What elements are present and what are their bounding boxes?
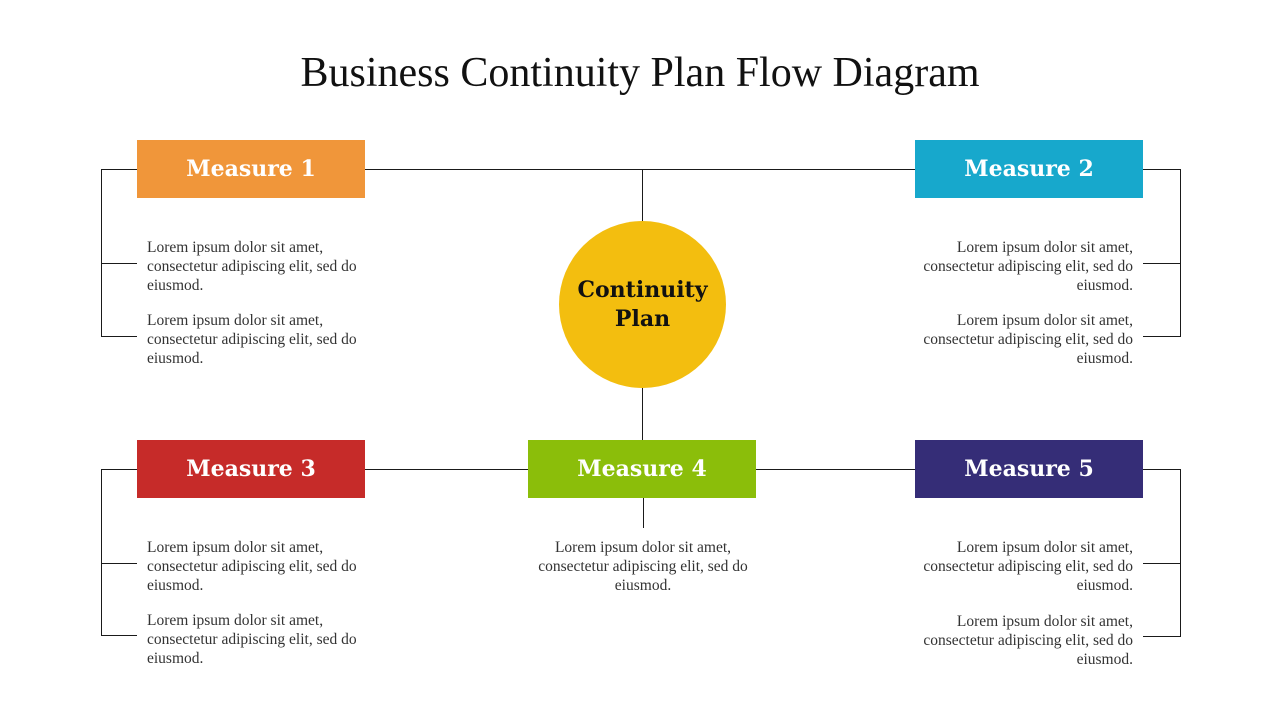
measure-1-box: Measure 1 <box>137 140 365 198</box>
measure-4-stem-connector <box>643 498 644 528</box>
measure-1-bracket-top <box>101 169 137 170</box>
measure-5-bracket-spine <box>1180 469 1181 637</box>
measure-5-box: Measure 5 <box>915 440 1143 498</box>
middle-horizontal-connector-right <box>756 469 915 470</box>
page-title: Business Continuity Plan Flow Diagram <box>300 50 980 96</box>
measure-3-bracket-tick-2 <box>101 635 137 636</box>
measure-1-label: Measure 1 <box>186 156 316 182</box>
measure-4-box: Measure 4 <box>528 440 756 498</box>
measure-5-bracket-tick-2 <box>1143 636 1181 637</box>
continuity-plan-label: Continuity Plan <box>577 276 708 332</box>
measure-3-box: Measure 3 <box>137 440 365 498</box>
measure-4-label: Measure 4 <box>577 456 707 482</box>
measure-2-bracket-spine <box>1180 169 1181 337</box>
measure-3-description-2: Lorem ipsum dolor sit amet, consectetur … <box>147 612 357 667</box>
measure-1-bracket-tick-1 <box>101 263 137 264</box>
measure-2-bracket-tick-1 <box>1143 263 1181 264</box>
measure-4-description-1: Lorem ipsum dolor sit amet, consectetur … <box>538 539 748 594</box>
measure-1-bracket-spine <box>101 169 102 337</box>
measure-2-description-2: Lorem ipsum dolor sit amet, consectetur … <box>923 312 1133 367</box>
measure-5-bracket-top <box>1143 469 1180 470</box>
measure-3-bracket-top <box>101 469 137 470</box>
top-vertical-connector <box>642 169 643 221</box>
measure-3-bracket-tick-1 <box>101 563 137 564</box>
bottom-vertical-connector <box>642 388 643 440</box>
measure-2-bracket-top <box>1143 169 1180 170</box>
top-horizontal-connector <box>365 169 915 170</box>
measure-5-description-2: Lorem ipsum dolor sit amet, consectetur … <box>923 613 1133 668</box>
middle-horizontal-connector-left <box>365 469 529 470</box>
continuity-plan-circle: Continuity Plan <box>559 221 726 388</box>
measure-1-bracket-tick-2 <box>101 336 137 337</box>
measure-5-bracket-tick-1 <box>1143 563 1181 564</box>
measure-2-description-1: Lorem ipsum dolor sit amet, consectetur … <box>923 239 1133 294</box>
measure-2-box: Measure 2 <box>915 140 1143 198</box>
measure-1-description-2: Lorem ipsum dolor sit amet, consectetur … <box>147 312 357 367</box>
measure-1-description-1: Lorem ipsum dolor sit amet, consectetur … <box>147 239 357 294</box>
measure-5-label: Measure 5 <box>964 456 1094 482</box>
measure-2-label: Measure 2 <box>964 156 1094 182</box>
measure-5-description-1: Lorem ipsum dolor sit amet, consectetur … <box>923 539 1133 594</box>
measure-3-description-1: Lorem ipsum dolor sit amet, consectetur … <box>147 539 357 594</box>
measure-2-bracket-tick-2 <box>1143 336 1181 337</box>
measure-3-bracket-spine <box>101 469 102 636</box>
measure-3-label: Measure 3 <box>186 456 316 482</box>
